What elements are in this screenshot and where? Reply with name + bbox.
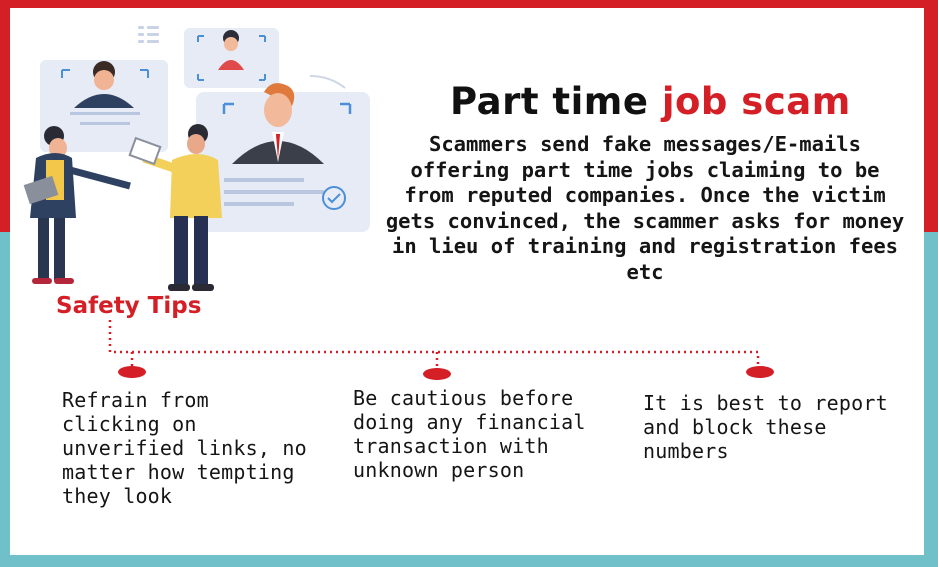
safety-tip-3: It is best to report and block these num… bbox=[643, 391, 888, 463]
tip-marker-3 bbox=[746, 366, 774, 378]
title-primary: Part time bbox=[450, 80, 649, 123]
profile-card-icon bbox=[184, 28, 279, 88]
scam-description: Scammers send fake messages/E-mails offe… bbox=[385, 132, 905, 284]
check-circle-icon bbox=[322, 186, 346, 210]
safety-tip-1: Refrain from clicking on unverified link… bbox=[62, 388, 307, 508]
tip-marker-1 bbox=[118, 366, 146, 378]
tip-marker-2 bbox=[423, 368, 451, 380]
recruitment-illustration bbox=[23, 26, 370, 291]
page-title: Part time job scam bbox=[450, 80, 870, 123]
menu-lines-icon bbox=[138, 26, 159, 43]
title-accent: job scam bbox=[661, 80, 851, 123]
infographic-card: Part time job scam Scammers send fake me… bbox=[10, 8, 924, 555]
safety-tip-2: Be cautious before doing any financial t… bbox=[353, 386, 586, 482]
safety-tips-heading: Safety Tips bbox=[56, 293, 202, 319]
